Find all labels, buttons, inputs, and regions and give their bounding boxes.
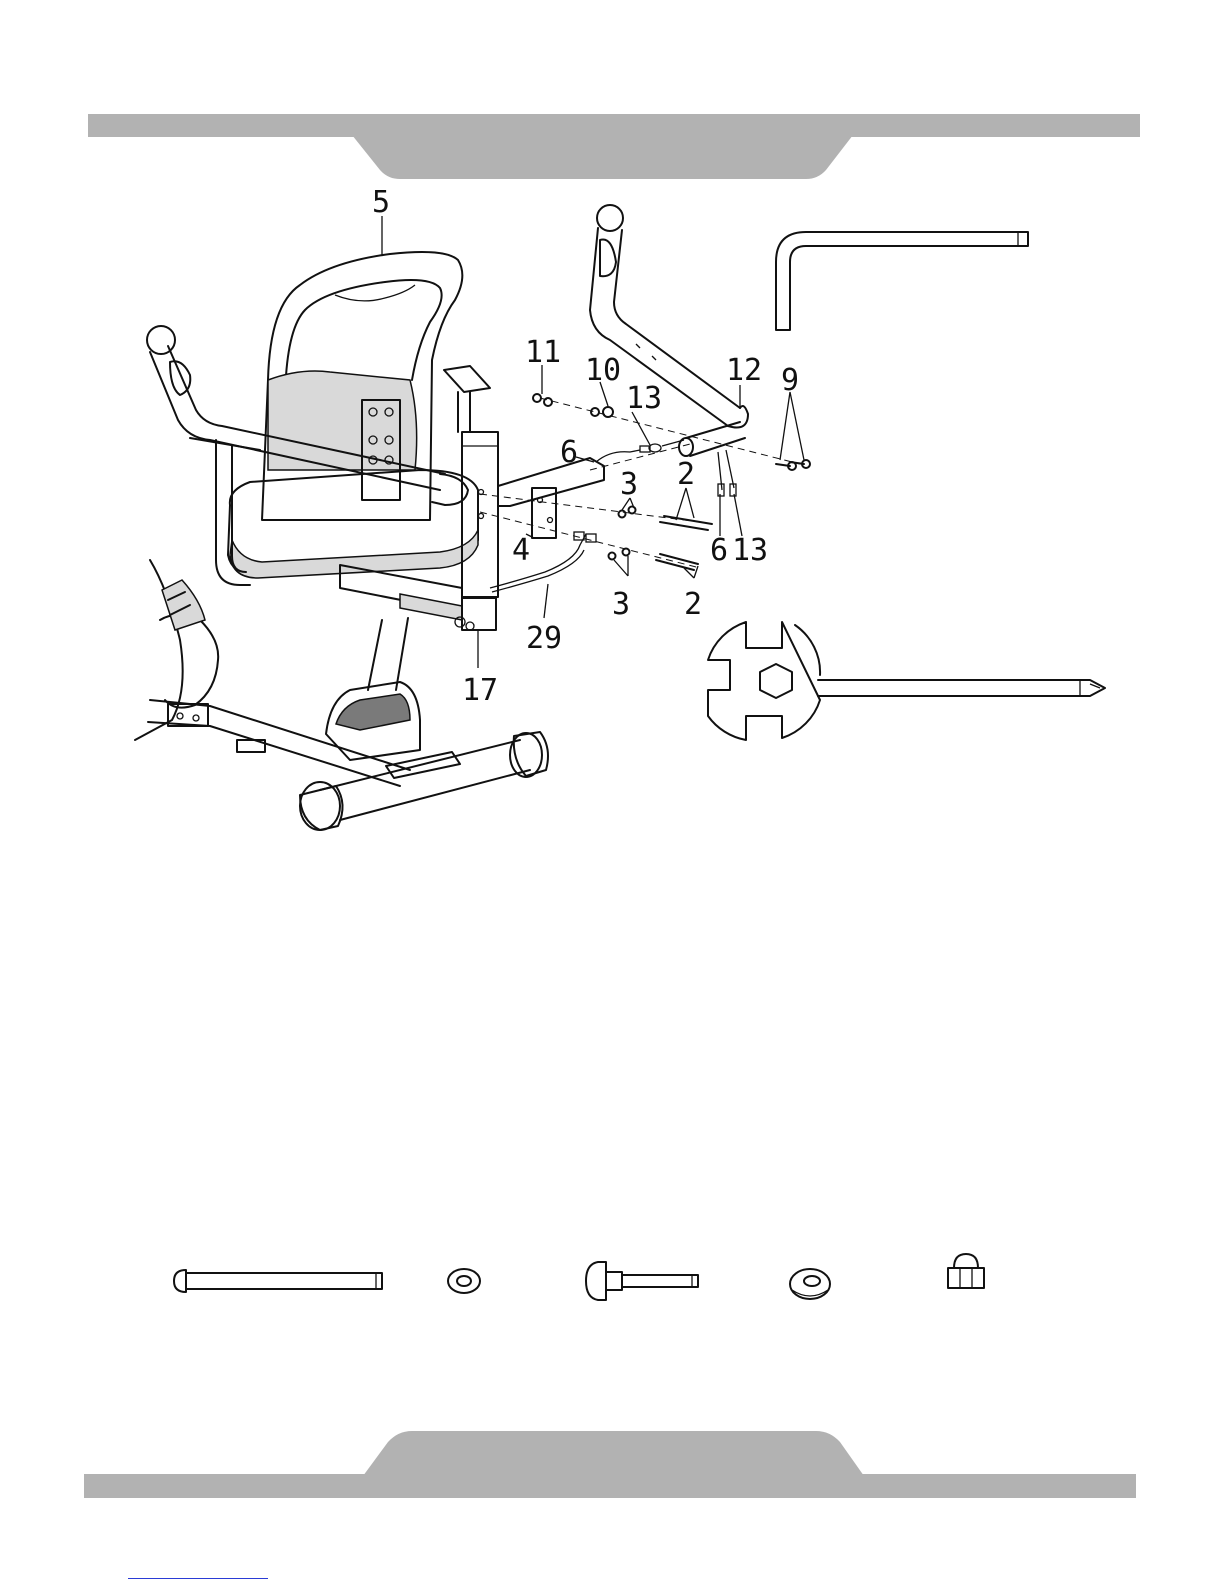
allen-wrench-icon (776, 232, 1028, 330)
label-10: 10 (585, 353, 621, 388)
bottom-banner (84, 1431, 1136, 1498)
acorn-nut-icon (948, 1254, 984, 1288)
label-11: 11 (525, 335, 561, 370)
label-17: 17 (462, 673, 498, 708)
label-9: 9 (781, 363, 799, 398)
callout-labels: 5 11 10 13 12 9 6 3 2 4 6 13 3 2 29 17 (372, 185, 799, 708)
label-2-bottom: 2 (684, 587, 702, 622)
label-4: 4 (512, 533, 530, 568)
label-2-top: 2 (677, 457, 695, 492)
flat-washer-icon (448, 1269, 480, 1293)
label-5: 5 (372, 185, 390, 220)
label-12: 12 (726, 353, 762, 388)
label-13-top: 13 (626, 381, 662, 416)
label-6-bottom: 6 (710, 533, 728, 568)
carriage-bolt-icon (586, 1262, 698, 1300)
long-bolt-icon (174, 1270, 382, 1292)
label-3-top: 3 (620, 467, 638, 502)
combination-wrench-screwdriver-icon (708, 622, 1105, 740)
footer-link-underline[interactable] (128, 1578, 268, 1579)
curved-washer-icon (790, 1269, 830, 1299)
top-banner (88, 114, 1140, 179)
label-6-top: 6 (560, 435, 578, 470)
label-29: 29 (526, 621, 562, 656)
label-3-bottom: 3 (612, 587, 630, 622)
label-13-bottom: 13 (732, 533, 768, 568)
